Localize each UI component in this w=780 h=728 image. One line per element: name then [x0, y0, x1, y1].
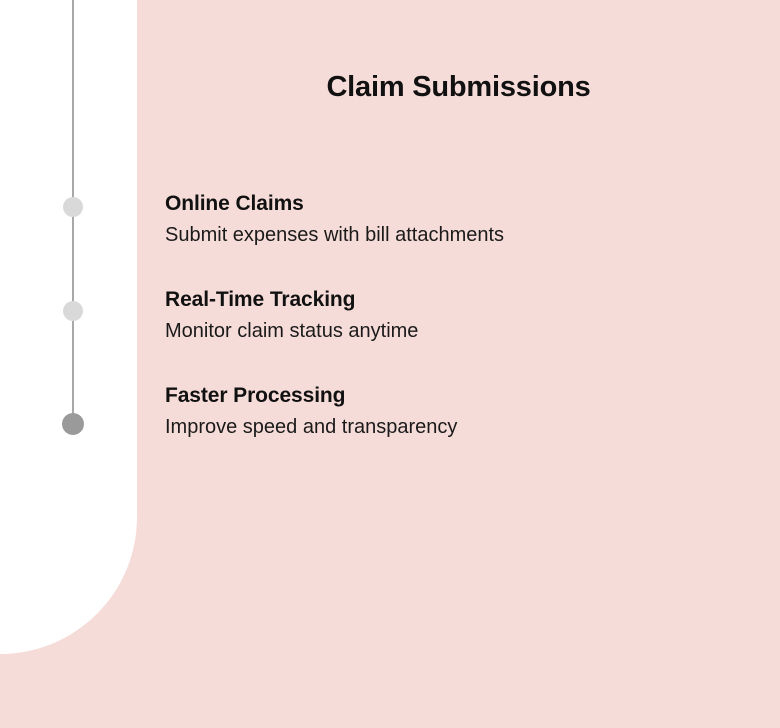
page-title: Claim Submissions	[326, 71, 591, 104]
list-item: Real-Time Tracking Monitor claim status …	[165, 286, 760, 346]
timeline-dot-real-time-tracking	[63, 301, 83, 321]
feature-description: Submit expenses with bill attachments	[165, 224, 505, 246]
feature-title: Real-Time Tracking	[165, 288, 356, 311]
feature-description: Improve speed and transparency	[165, 416, 458, 438]
timeline-dot-online-claims	[63, 197, 83, 217]
content-area: Claim Submissions Online Claims Submit e…	[137, 0, 780, 728]
feature-title: Faster Processing	[165, 384, 346, 407]
white-side-panel	[0, 0, 137, 654]
feature-list: Online Claims Submit expenses with bill …	[165, 190, 760, 478]
feature-description: Monitor claim status anytime	[165, 320, 419, 342]
list-item: Faster Processing Improve speed and tran…	[165, 382, 760, 442]
list-item: Online Claims Submit expenses with bill …	[165, 190, 760, 250]
feature-title: Online Claims	[165, 192, 304, 215]
timeline-dot-faster-processing	[62, 413, 84, 435]
